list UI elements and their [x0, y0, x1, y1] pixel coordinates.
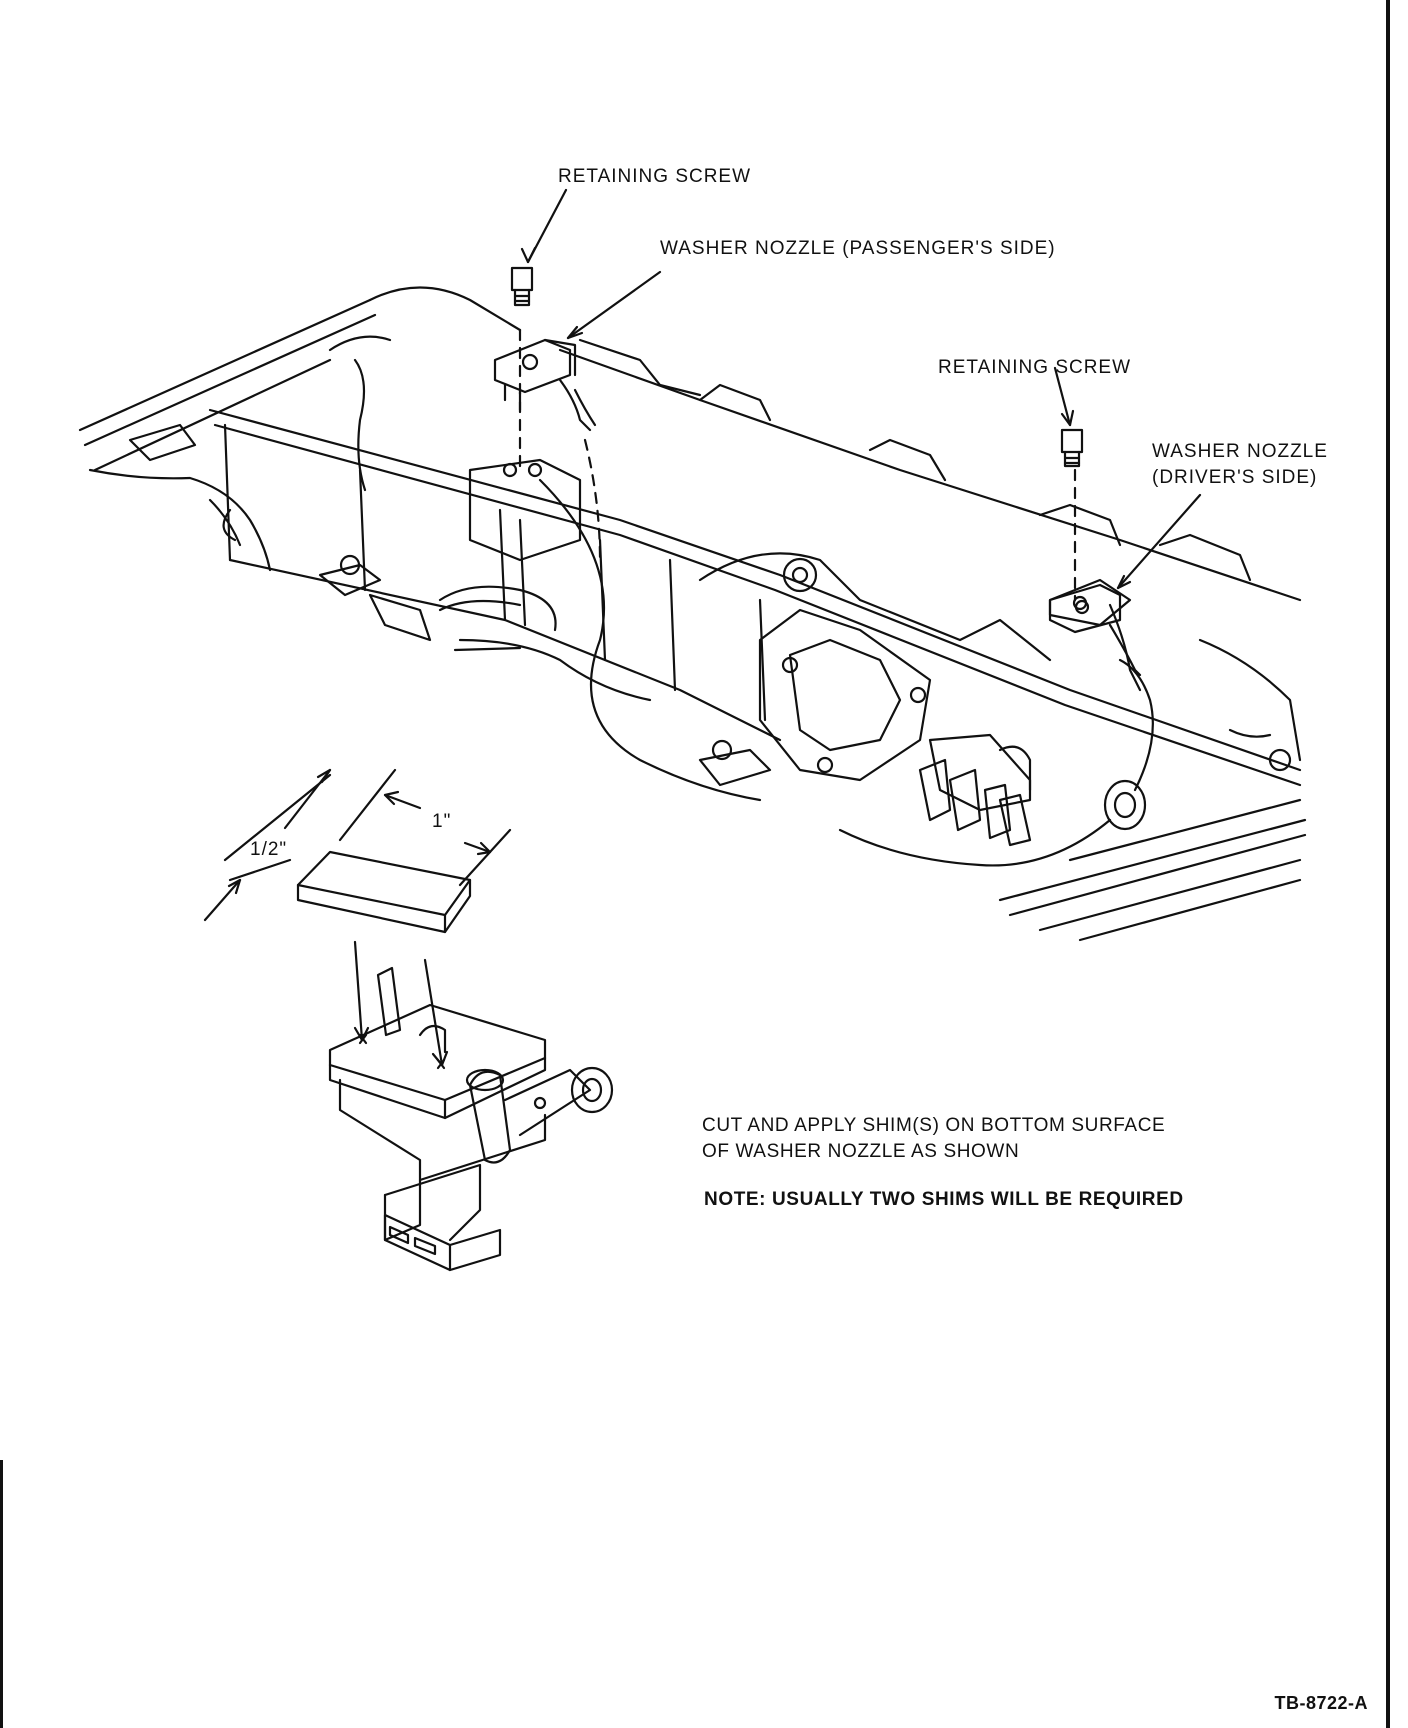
driver-washer-nozzle-drawing	[1048, 583, 1142, 677]
driver-retaining-screw-drawing	[1060, 428, 1084, 468]
leader-lines	[520, 188, 1202, 590]
page-border-right	[1386, 0, 1390, 1728]
shim-dimension-lines	[203, 768, 512, 922]
nozzle-detail-drawing	[328, 940, 614, 1272]
shim-depth-label: 1/2"	[250, 839, 288, 860]
figure-id: TB-8722-A	[1274, 1693, 1368, 1713]
washer-nozzle-driver-label-line2: (DRIVER'S SIDE)	[1152, 467, 1318, 488]
retaining-screw-passenger-label: RETAINING SCREW	[558, 166, 752, 187]
passenger-retaining-screw-drawing	[510, 266, 534, 307]
washer-nozzle-driver-label-line1: WASHER NOZZLE	[1152, 441, 1328, 462]
washer-nozzle-passenger-label: WASHER NOZZLE (PASSENGER'S SIDE)	[660, 238, 1056, 259]
page-border-left	[0, 1460, 3, 1728]
instruction-line-1: CUT AND APPLY SHIM(S) ON BOTTOM SURFACE	[702, 1115, 1166, 1136]
shim-width-label: 1"	[432, 811, 452, 832]
vehicle-cowl-drawing	[78, 286, 1307, 942]
shim-drawing	[296, 850, 472, 934]
instruction-note: NOTE: USUALLY TWO SHIMS WILL BE REQUIRED	[704, 1189, 1184, 1210]
instruction-line-2: OF WASHER NOZZLE AS SHOWN	[702, 1141, 1020, 1162]
retaining-screw-driver-label: RETAINING SCREW	[938, 357, 1132, 378]
passenger-washer-nozzle-drawing	[493, 338, 597, 432]
